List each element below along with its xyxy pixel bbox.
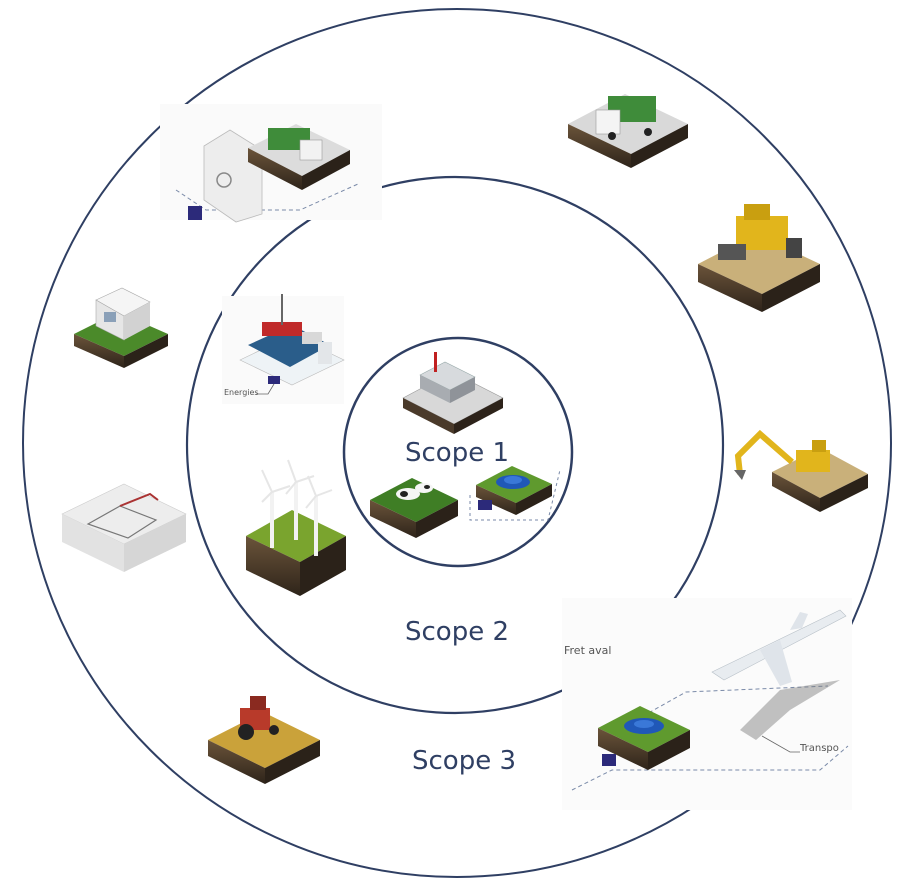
scope2-label: Scope 2 xyxy=(405,617,510,647)
factory-tile-icon xyxy=(402,352,504,434)
scope1-ring xyxy=(342,336,574,568)
shopping-cart-icon xyxy=(61,483,187,572)
bulldozer-tile-icon xyxy=(698,204,820,312)
scope2-ring xyxy=(185,175,725,715)
transport-annotation: Transpo xyxy=(800,743,839,754)
scope1-label: Scope 1 xyxy=(405,438,510,468)
garbage-truck-outlet-icon xyxy=(160,104,382,223)
car-tile-icon xyxy=(469,466,561,521)
energies-annotation: Energies xyxy=(224,388,259,397)
cows-field-tile-icon xyxy=(370,478,458,538)
excavator-tile-icon xyxy=(734,429,868,512)
airplane-freight-icon xyxy=(562,598,852,810)
tractor-tile-icon xyxy=(208,696,320,784)
scope3-ring xyxy=(22,8,892,878)
scope3-label: Scope 3 xyxy=(412,746,517,776)
house-tile-icon xyxy=(74,287,168,368)
wind-turbines-tile-icon xyxy=(246,459,346,596)
offshore-platform-icon xyxy=(222,294,345,404)
fret-aval-annotation: Fret aval xyxy=(564,644,612,657)
garbage-truck-tile-icon xyxy=(568,94,688,168)
